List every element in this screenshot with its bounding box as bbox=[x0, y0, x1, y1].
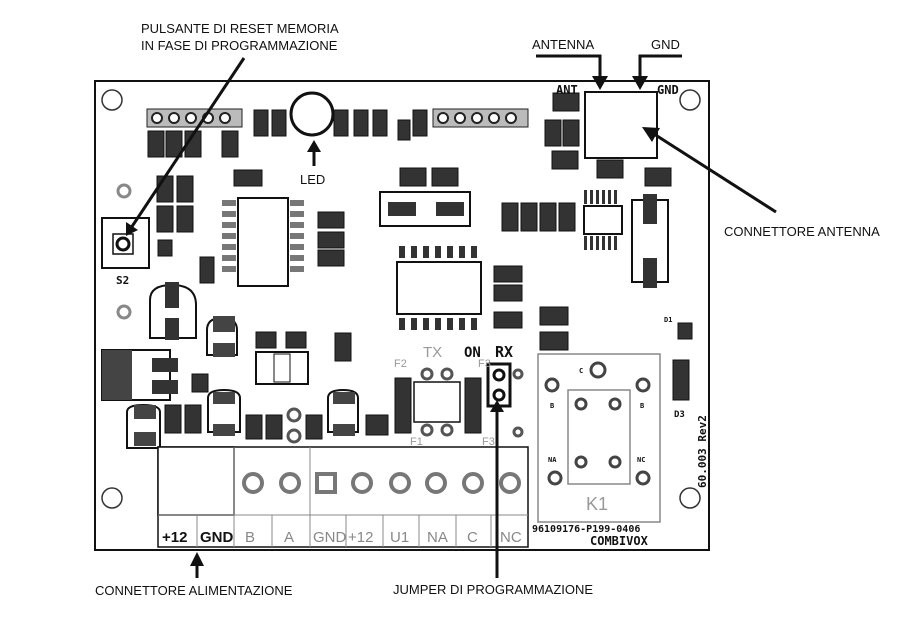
label-d1: D1 bbox=[664, 316, 672, 324]
terminal-label-plus12: +12 bbox=[162, 529, 187, 546]
label-gnd-board: GND bbox=[657, 83, 679, 97]
mounting-hole bbox=[101, 89, 123, 111]
led bbox=[289, 91, 335, 137]
ic-center bbox=[396, 246, 482, 330]
label-relay-b-right: B bbox=[640, 402, 644, 410]
pin-header-right bbox=[432, 108, 529, 128]
saw-filter bbox=[631, 194, 669, 288]
callout-gnd: GND bbox=[651, 37, 680, 52]
terminal-label-gnd2: GND bbox=[313, 529, 347, 546]
ic-main bbox=[222, 197, 304, 287]
ic-small bbox=[255, 351, 309, 385]
callout-antenna-connector: CONNETTORE ANTENNA bbox=[724, 224, 880, 239]
terminal-label-plus12b: +12 bbox=[348, 529, 373, 546]
label-revision: 60.003 Rev2 bbox=[696, 415, 709, 488]
voltage-regulator bbox=[101, 349, 178, 401]
label-f1: F1 bbox=[410, 436, 423, 448]
callout-antenna: ANTENNA bbox=[532, 37, 594, 52]
label-f2: F2 bbox=[394, 358, 407, 370]
label-tx: TX bbox=[423, 344, 442, 361]
label-s2: S2 bbox=[116, 274, 129, 287]
vias bbox=[286, 367, 524, 444]
mounting-hole bbox=[679, 487, 701, 509]
terminal-block bbox=[157, 446, 529, 548]
terminal-label-a: A bbox=[284, 529, 294, 546]
label-rx: RX bbox=[495, 343, 513, 361]
electrolytic-capacitor bbox=[149, 282, 197, 340]
label-relay-na: NA bbox=[548, 456, 557, 464]
callout-power-connector: CONNETTORE ALIMENTAZIONE bbox=[95, 583, 293, 598]
mounting-hole bbox=[679, 89, 701, 111]
label-part-number: 96109176-P199-0406 bbox=[532, 524, 640, 535]
antenna-connector bbox=[584, 91, 658, 159]
mounting-hole bbox=[101, 487, 123, 509]
label-on: ON bbox=[464, 345, 481, 361]
callout-programming-jumper: JUMPER DI PROGRAMMAZIONE bbox=[393, 582, 593, 597]
label-relay-b-left: B bbox=[550, 402, 554, 410]
callout-reset-line1: PULSANTE DI RESET MEMORIA bbox=[141, 21, 339, 36]
terminal-label-u1: U1 bbox=[390, 529, 409, 546]
terminal-label-c: C bbox=[467, 529, 478, 546]
label-relay-c: C bbox=[579, 367, 583, 375]
reset-button-s2 bbox=[101, 217, 150, 269]
smd-components bbox=[147, 92, 693, 440]
test-pad bbox=[116, 183, 132, 199]
ic-rf bbox=[583, 190, 623, 250]
callout-reset-line2: IN FASE DI PROGRAMMAZIONE bbox=[141, 38, 338, 53]
relay-k1 bbox=[537, 353, 661, 523]
label-f3: F3 bbox=[478, 358, 491, 370]
label-k1: K1 bbox=[586, 494, 608, 514]
crystal bbox=[379, 191, 471, 227]
callout-led: LED bbox=[300, 172, 325, 187]
terminal-label-na: NA bbox=[427, 529, 448, 546]
tx-module bbox=[413, 381, 461, 423]
programming-jumper bbox=[486, 362, 512, 408]
label-brand: COMBIVOX bbox=[590, 534, 649, 548]
terminal-label-b: B bbox=[245, 529, 255, 546]
label-d3: D3 bbox=[674, 410, 685, 420]
terminal-label-gnd: GND bbox=[200, 529, 234, 546]
label-ant: ANT bbox=[556, 83, 578, 97]
pin-header-left bbox=[146, 108, 243, 128]
label-f3b: F3 bbox=[482, 436, 495, 448]
terminal-label-nc: NC bbox=[500, 529, 522, 546]
test-pad bbox=[116, 304, 132, 320]
label-relay-nc: NC bbox=[637, 456, 645, 464]
